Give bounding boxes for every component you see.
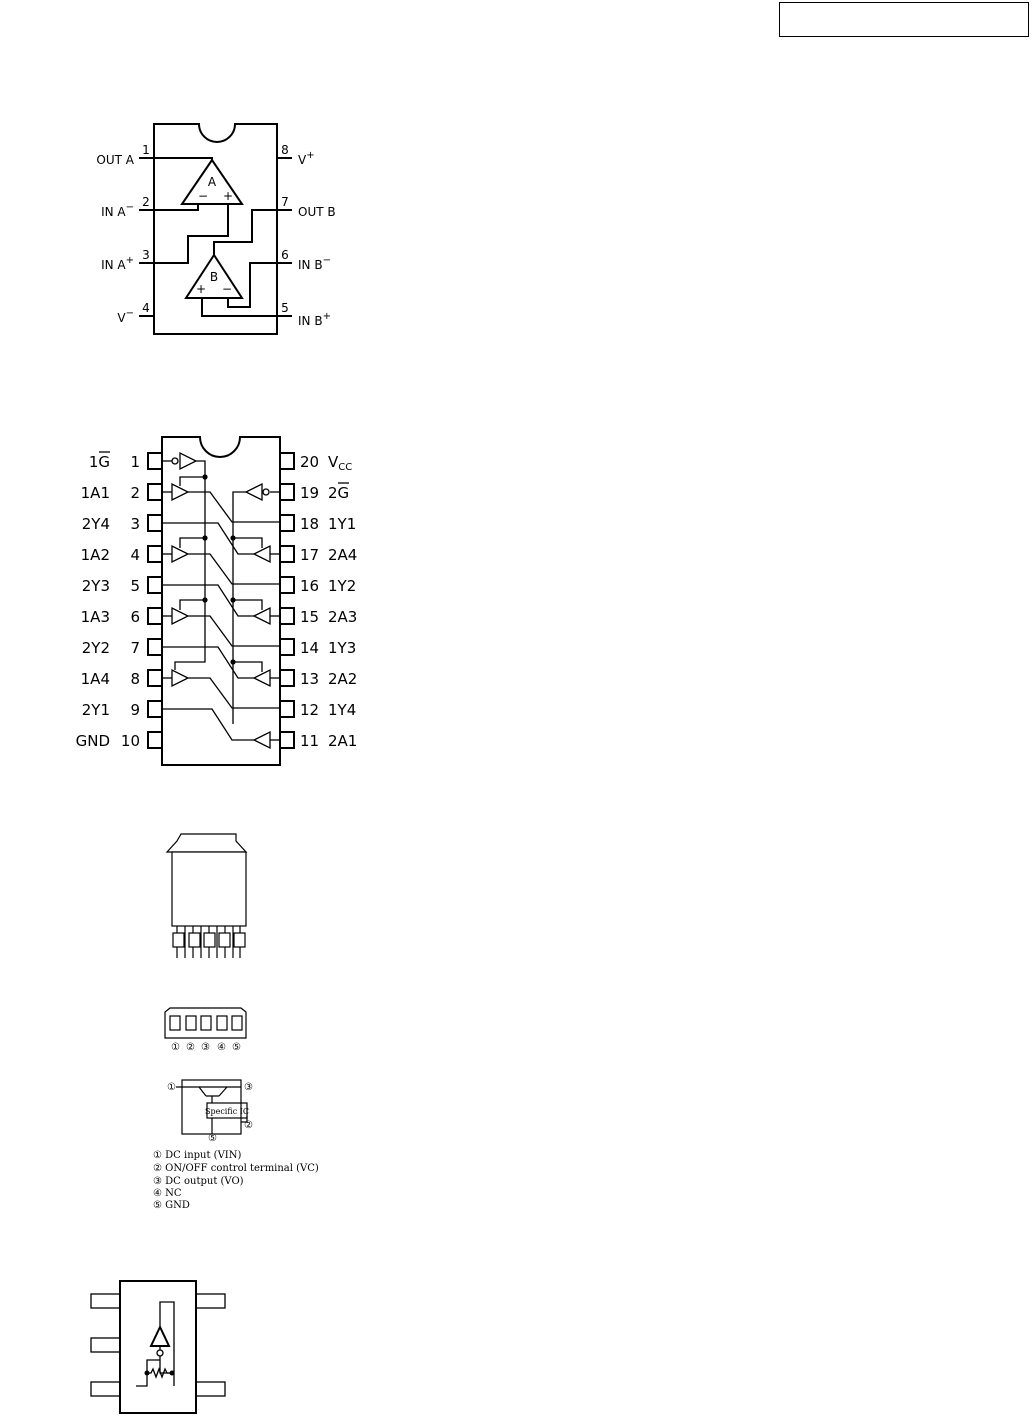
svg-text:16: 16: [300, 577, 319, 595]
svg-text:14: 14: [300, 639, 319, 657]
svg-text:②: ②: [186, 1042, 195, 1053]
svg-text:GND: GND: [76, 732, 110, 750]
svg-text:11: 11: [300, 732, 319, 750]
svg-text:7: 7: [130, 639, 140, 657]
opamp-b-label: B: [210, 270, 218, 284]
pin-1g-label: 1G: [89, 453, 110, 471]
svg-text:1A3: 1A3: [81, 608, 110, 626]
svg-text:1Y1: 1Y1: [328, 515, 356, 533]
pin-label-v-minus: V−: [117, 308, 134, 325]
legend-item: ⑤ GND: [153, 1200, 190, 1211]
svg-text:3: 3: [130, 515, 140, 533]
svg-text:18: 18: [300, 515, 319, 533]
specific-ic-box: [206, 1102, 248, 1119]
svg-text:10: 10: [121, 732, 140, 750]
regulator-package-side: [164, 1007, 247, 1039]
svg-text:2Y1: 2Y1: [82, 701, 110, 719]
pin-label-in-a-minus: IN A−: [101, 202, 134, 219]
svg-text:1: 1: [130, 453, 140, 471]
svg-text:+: +: [223, 189, 233, 203]
svg-text:1Y2: 1Y2: [328, 577, 356, 595]
svg-text:+: +: [196, 282, 206, 296]
svg-text:19: 19: [300, 484, 319, 502]
svg-text:①: ①: [171, 1042, 180, 1053]
opamp-package-outline: [153, 123, 278, 335]
svg-text:①: ①: [167, 1082, 176, 1093]
svg-text:1Y3: 1Y3: [328, 639, 356, 657]
svg-text:2Y4: 2Y4: [82, 515, 110, 533]
pin-label-v-plus: V+: [298, 150, 315, 167]
pin-label-in-b-plus: IN B+: [298, 311, 331, 328]
regulator-block-diagram: Specific IC ① ③ ② ⑤: [167, 1079, 253, 1144]
svg-text:1: 1: [142, 143, 150, 157]
svg-text:2A4: 2A4: [328, 546, 357, 564]
svg-text:12: 12: [300, 701, 319, 719]
svg-text:4: 4: [130, 546, 140, 564]
svg-text:−: −: [222, 282, 232, 296]
pin-label-out-a: OUT A: [96, 153, 134, 167]
svg-text:1A4: 1A4: [81, 670, 110, 688]
header-title-box: [779, 2, 1029, 37]
svg-text:5: 5: [130, 577, 140, 595]
svg-text:1A1: 1A1: [81, 484, 110, 502]
octal-buffer-diagram: 1 2 3 4 5 6 7 8 9 10 1G 1A1 2Y4 1A2 2Y3 …: [76, 436, 357, 766]
svg-text:1A2: 1A2: [81, 546, 110, 564]
regulator-pin-legend: ① DC input (VIN) ② ON/OFF control termin…: [153, 1150, 319, 1211]
svg-text:7: 7: [281, 195, 289, 209]
svg-text:2Y3: 2Y3: [82, 577, 110, 595]
svg-text:2: 2: [130, 484, 140, 502]
svg-text:2A1: 2A1: [328, 732, 357, 750]
svg-text:20: 20: [300, 453, 319, 471]
svg-text:2Y2: 2Y2: [82, 639, 110, 657]
svg-text:③: ③: [201, 1042, 210, 1053]
pin-label-in-a-plus: IN A+: [101, 255, 134, 272]
svg-text:6: 6: [281, 248, 289, 262]
svg-text:8: 8: [130, 670, 140, 688]
svg-text:9: 9: [130, 701, 140, 719]
svg-text:⑤: ⑤: [208, 1133, 217, 1144]
opamp-a-label: A: [208, 175, 217, 189]
pin-2g-label: 2G: [328, 484, 349, 502]
svg-text:4: 4: [142, 301, 150, 315]
svg-text:2: 2: [142, 195, 150, 209]
legend-item: ④ NC: [153, 1188, 182, 1199]
buffer-package-outline: [161, 436, 281, 766]
svg-text:③: ③: [244, 1082, 253, 1093]
reset-ic-diagram: [90, 1280, 226, 1414]
legend-item: ① DC input (VIN): [153, 1150, 241, 1161]
opamp-b-triangle: [184, 253, 244, 299]
svg-text:1Y4: 1Y4: [328, 701, 356, 719]
pin-vcc-label: VCC: [328, 453, 352, 473]
svg-text:15: 15: [300, 608, 319, 626]
dual-opamp-diagram: A − + B + − 1 2 3 4 8 7 6 5 OUT A IN A− …: [96, 123, 336, 335]
svg-text:④: ④: [217, 1042, 226, 1053]
opamp-a-triangle: [180, 158, 244, 205]
pin-label-out-b: OUT B: [298, 205, 336, 219]
svg-text:17: 17: [300, 546, 319, 564]
svg-text:13: 13: [300, 670, 319, 688]
pin-label-in-b-minus: IN B−: [298, 255, 331, 272]
svg-text:8: 8: [281, 143, 289, 157]
specific-ic-label: Specific IC: [205, 1107, 249, 1116]
svg-text:⑤: ⑤: [232, 1042, 241, 1053]
legend-item: ③ DC output (VO): [153, 1176, 244, 1187]
svg-text:②: ②: [244, 1120, 253, 1131]
regulator-package-front: [165, 833, 248, 958]
svg-text:−: −: [198, 189, 208, 203]
svg-text:6: 6: [130, 608, 140, 626]
legend-item: ② ON/OFF control terminal (VC): [153, 1163, 319, 1174]
svg-text:3: 3: [142, 248, 150, 262]
svg-text:2A3: 2A3: [328, 608, 357, 626]
svg-text:5: 5: [281, 301, 289, 315]
svg-text:2A2: 2A2: [328, 670, 357, 688]
